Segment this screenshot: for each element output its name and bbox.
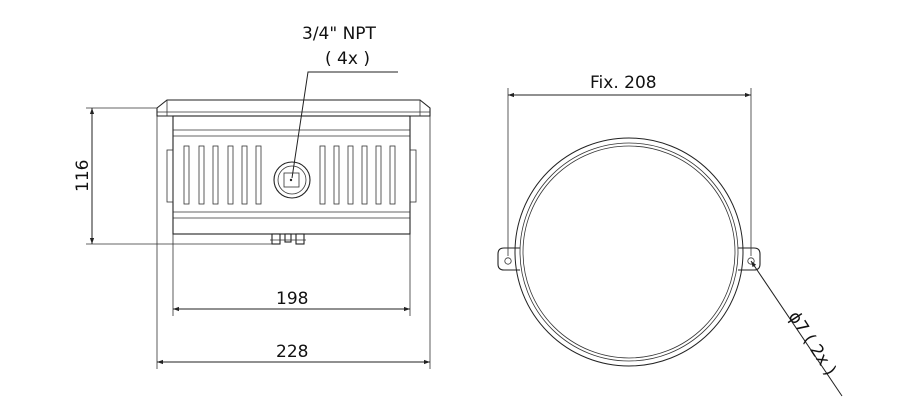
mounting-hole-icon [504,257,512,265]
hole-diameter-label: ϕ7 ( 2x ) [784,308,840,380]
top-view: Fix. 208 ϕ7 ( 2x ) [497,73,843,397]
width-228-dimension [156,116,431,369]
cooling-fin [183,145,190,205]
mounting-tab-left [497,247,520,271]
side-view: 3/4" NPT ( 4x ) 116 198 228 [73,24,431,369]
npt-qty-label: ( 4x ) [325,49,370,69]
height-116-label: 116 [73,160,93,192]
cooling-fin [347,145,354,205]
fix-208-label: Fix. 208 [590,73,657,93]
width-198-label: 198 [276,289,308,309]
square-port-icon [283,172,300,188]
top-flange [156,99,431,117]
height-dimension [86,107,272,245]
hole-leader [750,260,843,397]
width-198-dimension [172,234,411,316]
npt-leader [291,71,398,179]
cooling-fin [319,145,326,205]
cooling-fin [375,145,382,205]
npt-port [273,161,311,199]
mounting-hole-icon [747,257,755,265]
bottom-connectors [270,233,306,245]
cooling-fin [389,145,396,205]
mounting-tab-right [738,247,761,271]
cooling-fin [227,145,234,205]
cooling-fin [212,145,219,205]
cooling-fin [361,145,368,205]
width-228-label: 228 [276,342,308,362]
cooling-fins [183,145,396,205]
fix-208-dimension [507,88,752,256]
ring-clamp [514,137,744,367]
cooling-fin [198,145,205,205]
cooling-fin [241,145,248,205]
cooling-fin [255,145,262,205]
npt-thread-label: 3/4" NPT [302,24,377,44]
cooling-fin [333,145,340,205]
